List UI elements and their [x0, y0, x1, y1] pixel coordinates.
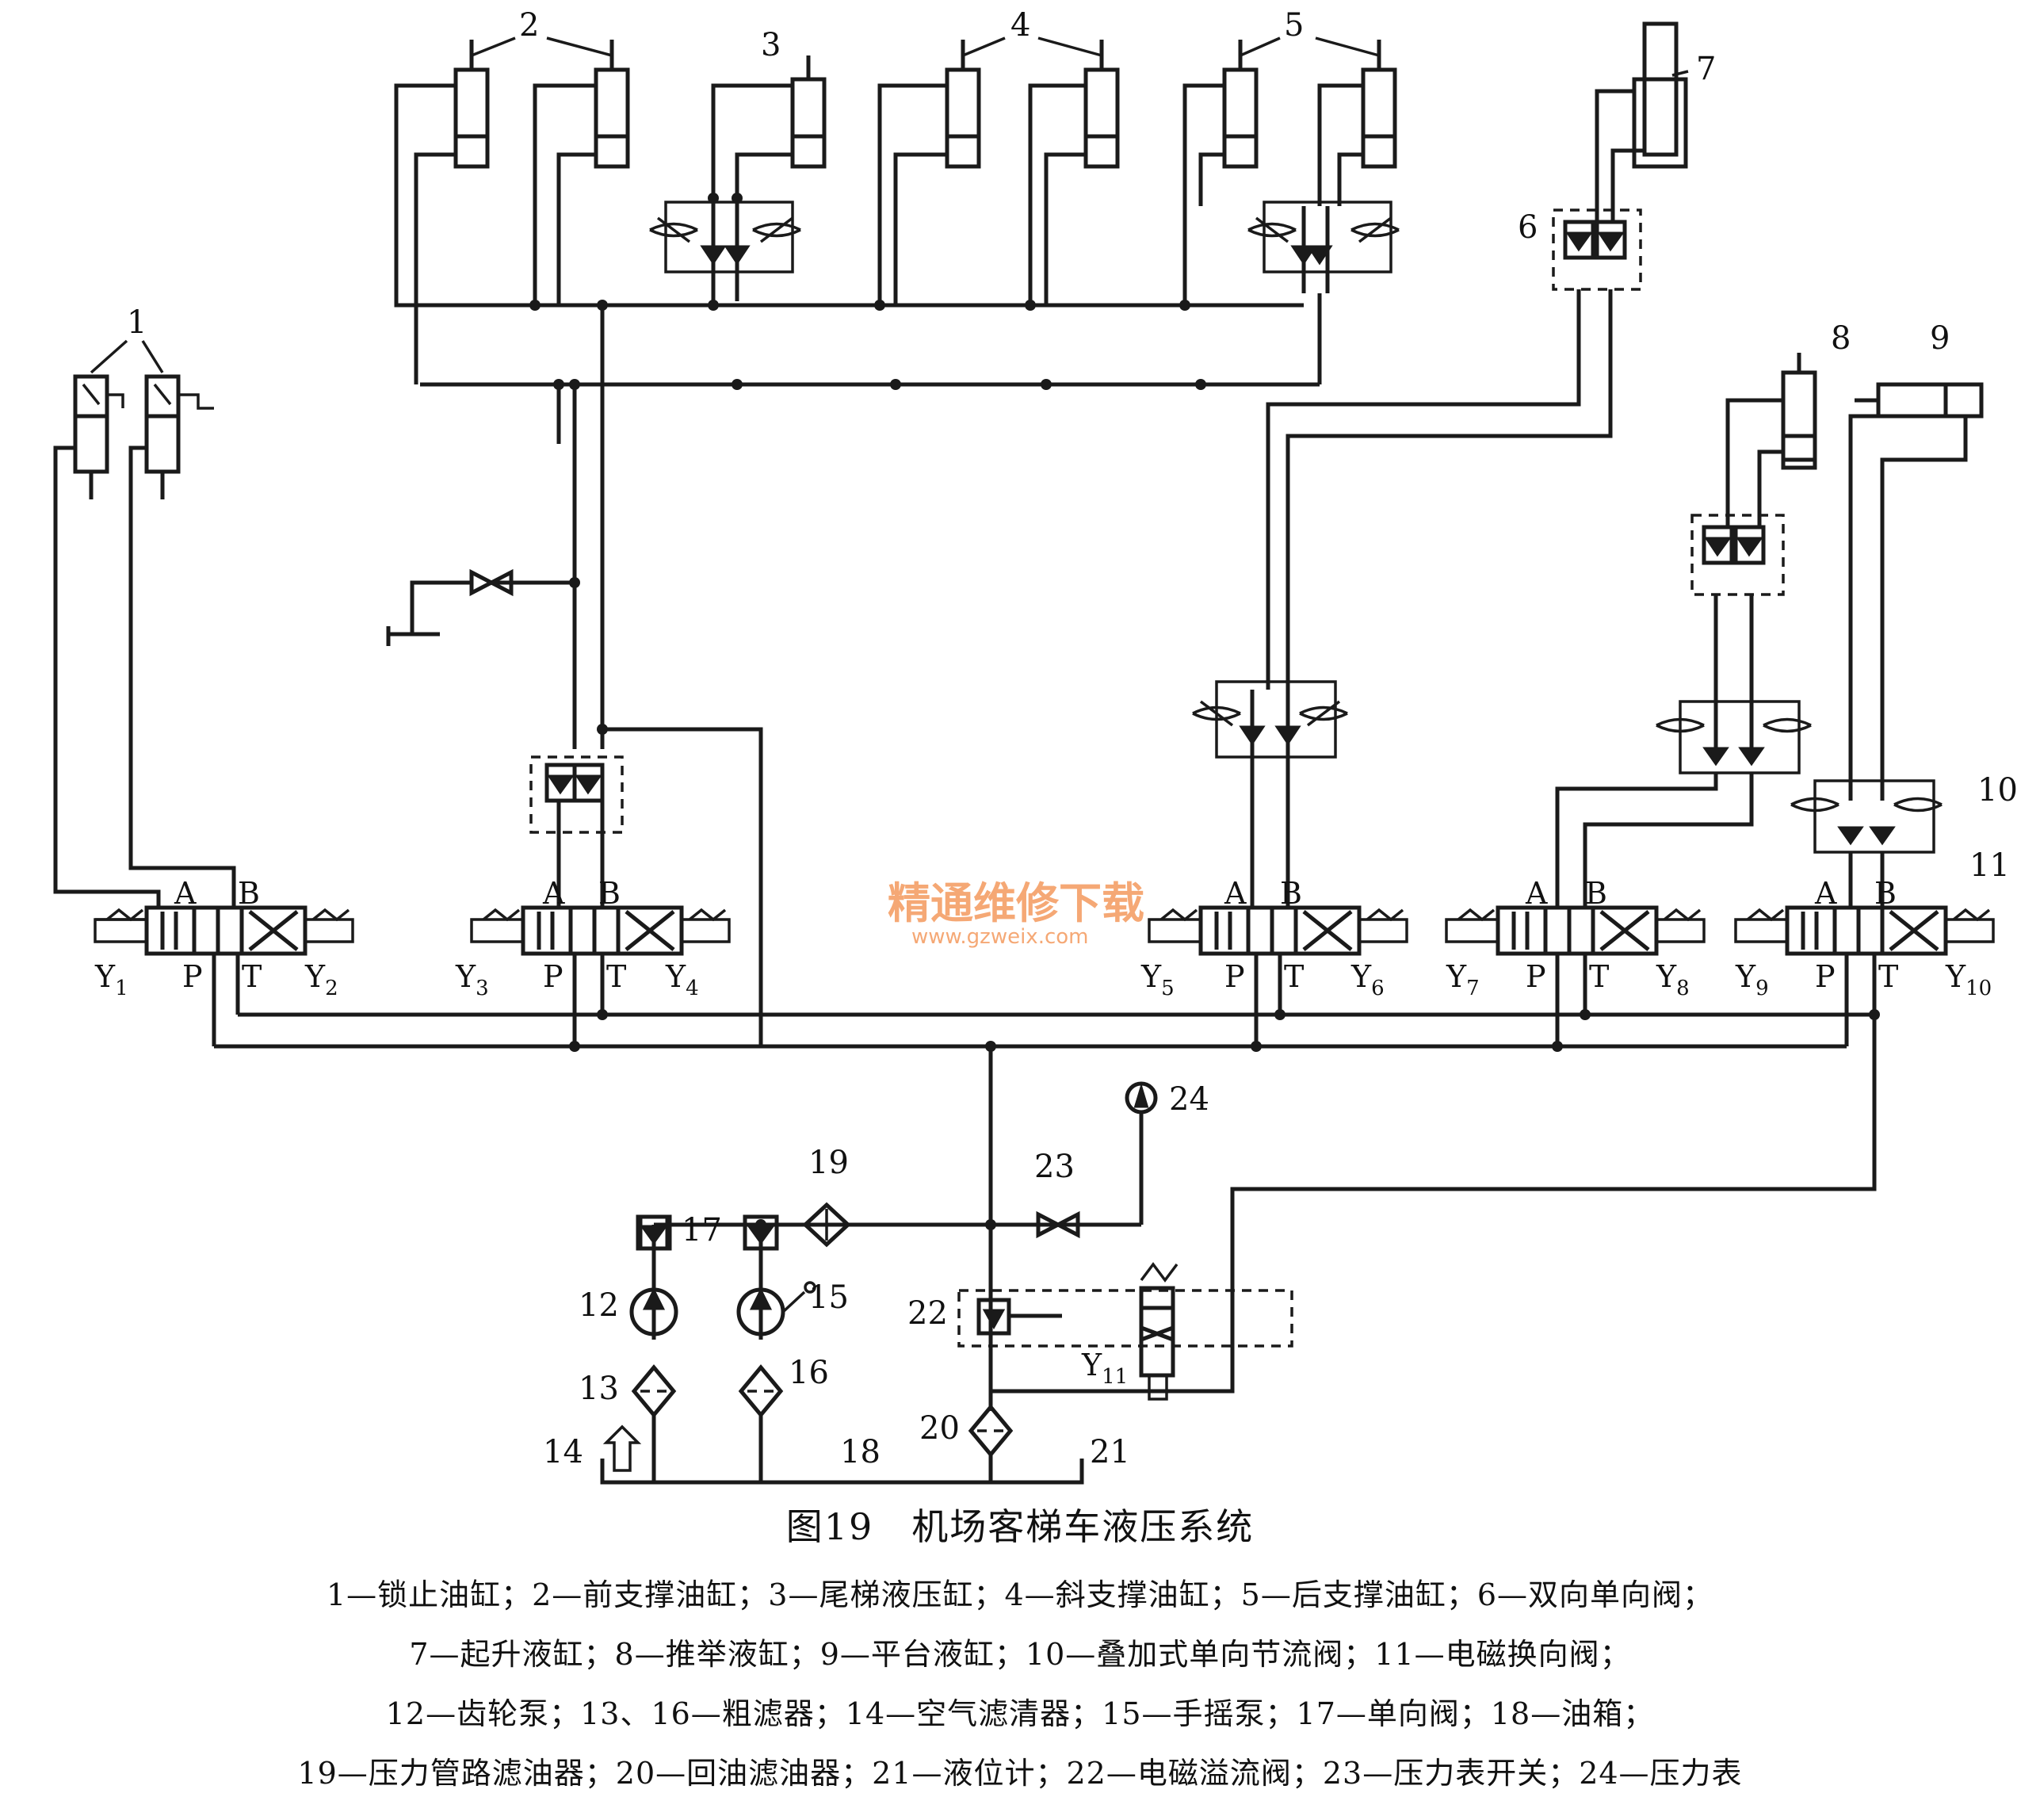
port-t-3: T	[1284, 959, 1304, 994]
pump-station	[600, 1081, 1293, 1485]
label-c19: 19	[808, 1145, 849, 1181]
solenoid-y10: Y10	[1945, 959, 1992, 1000]
port-b-4: B	[1585, 876, 1607, 911]
legend-line: 19—压力管路滤油器；20—回油滤油器；21—液位计；22—电磁溢流阀；23—压…	[297, 1756, 1743, 1791]
port-labels: A B P T A B P T A B P T A B P T A B P T	[174, 876, 1898, 994]
solenoid-y7: Y7	[1446, 959, 1480, 1000]
port-p-4: P	[1526, 959, 1546, 994]
label-c2: 2	[519, 7, 539, 44]
component-legend: 1—锁止油缸；2—前支撑油缸；3—尾梯液压缸；4—斜支撑油缸；5—后支撑油缸；6…	[0, 1566, 2040, 1803]
port-a-1: A	[174, 876, 197, 911]
solenoid-y3: Y3	[455, 959, 489, 1000]
watermark-title: 精通维修下载	[888, 878, 1144, 928]
main-headers	[214, 1009, 1880, 1411]
label-c15: 15	[808, 1279, 849, 1316]
watermark: 精通维修下载 www.gzweix.com	[888, 878, 1144, 949]
port-a-3: A	[1224, 876, 1247, 911]
label-c14: 14	[543, 1434, 583, 1470]
port-b-1: B	[238, 876, 260, 911]
solenoid-y6: Y6	[1350, 959, 1385, 1000]
solenoid-y11: Y11	[1081, 1348, 1128, 1389]
port-p-3: P	[1224, 959, 1245, 994]
port-b-2: B	[598, 876, 621, 911]
port-t-1: T	[242, 959, 262, 994]
port-p-2: P	[543, 959, 563, 994]
label-c5: 5	[1284, 7, 1304, 44]
label-c21: 21	[1090, 1434, 1130, 1470]
port-a-2: A	[542, 876, 565, 911]
solenoid-y8: Y8	[1656, 959, 1690, 1000]
watermark-url: www.gzweix.com	[911, 925, 1089, 949]
label-c20: 20	[919, 1410, 960, 1447]
label-c9: 9	[1930, 320, 1950, 357]
directional-valve-3	[1148, 680, 1408, 1046]
solenoid-y5: Y5	[1140, 959, 1175, 1000]
solenoid-y1: Y1	[94, 959, 128, 1000]
legend-line: 1—锁止油缸；2—前支撑油缸；3—尾梯液压缸；4—斜支撑油缸；5—后支撑油缸；6…	[326, 1577, 1714, 1612]
directional-valve-4	[1445, 905, 1706, 1046]
port-p-5: P	[1815, 959, 1836, 994]
component-labels: 1 2 3 4 5 6 7 8 9 10 11 12 13 14 15 16 1…	[127, 7, 2018, 1470]
label-c6: 6	[1518, 209, 1538, 246]
port-b-3: B	[1280, 876, 1302, 911]
label-c7: 7	[1696, 51, 1716, 87]
platform-cylinder-9	[1734, 382, 1995, 1046]
label-c17: 17	[682, 1212, 722, 1248]
label-c1: 1	[127, 304, 147, 341]
label-c18: 18	[840, 1434, 881, 1470]
lift-cylinder-7	[1266, 21, 1689, 690]
solenoid-y9: Y9	[1735, 959, 1769, 1000]
label-c11: 11	[1969, 847, 2010, 884]
label-c12: 12	[579, 1287, 619, 1324]
cylinder-group-top	[394, 36, 1400, 444]
figure-caption: 图19 机场客梯车液压系统	[785, 1505, 1255, 1548]
port-a-5: A	[1814, 876, 1837, 911]
port-t-5: T	[1878, 959, 1898, 994]
label-c16: 16	[789, 1355, 829, 1391]
port-t-4: T	[1589, 959, 1609, 994]
port-b-5: B	[1874, 876, 1897, 911]
label-c23: 23	[1034, 1149, 1075, 1185]
lock-cylinders	[53, 339, 236, 908]
port-a-4: A	[1525, 876, 1548, 911]
solenoid-y2: Y2	[304, 959, 338, 1000]
label-c4: 4	[1010, 7, 1030, 44]
legend-line: 12—齿轮泵；13、16—粗滤器；14—空气滤清器；15—手摇泵；17—单向阀；…	[385, 1696, 1655, 1731]
label-c24: 24	[1169, 1081, 1209, 1118]
label-c10: 10	[1977, 772, 2018, 809]
label-c13: 13	[579, 1371, 619, 1407]
label-c8: 8	[1831, 320, 1851, 357]
directional-valve-2	[386, 384, 763, 1046]
legend-line: 7—起升液缸；8—推举液缸；9—平台液缸；10—叠加式单向节流阀；11—电磁换向…	[409, 1637, 1631, 1672]
label-c22: 22	[907, 1295, 948, 1332]
label-c3: 3	[761, 27, 781, 63]
solenoid-labels: Y1 Y2 Y3 Y4 Y5 Y6 Y7 Y8 Y9 Y10 Y11	[94, 959, 1992, 1389]
port-t-2: T	[606, 959, 626, 994]
hydraulic-schematic: 1 2 3 4 5 6 7 8 9 10 11 12 13 14 15 16 1…	[53, 7, 2018, 1485]
push-cylinder-8	[1555, 353, 1817, 908]
solenoid-y4: Y4	[665, 959, 699, 1000]
port-p-1: P	[182, 959, 203, 994]
directional-valve-1	[94, 905, 354, 1046]
